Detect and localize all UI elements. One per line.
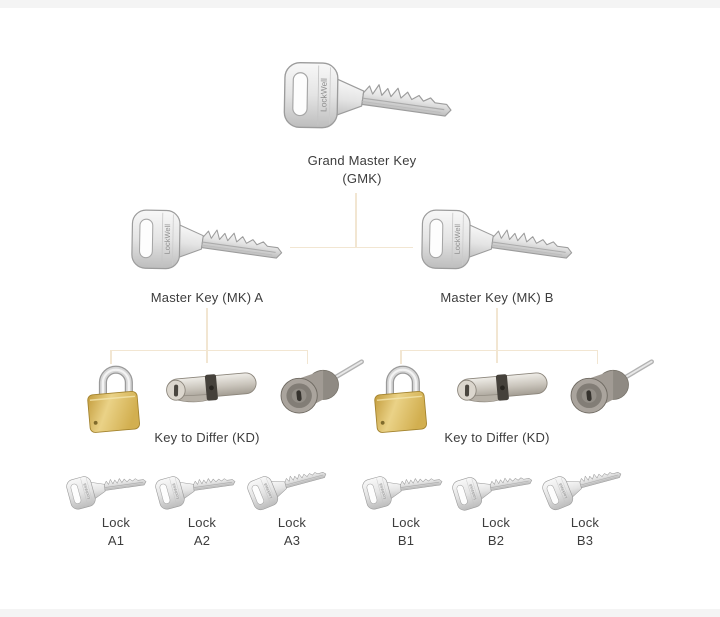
grand-master-key-label-line2: (GMK) xyxy=(342,170,382,186)
euro-cylinder-icon xyxy=(163,366,261,414)
connector-line xyxy=(400,350,402,364)
lock-b3-label-line2: B3 xyxy=(576,532,594,548)
cam-lock-icon xyxy=(562,354,658,425)
top-edge-band xyxy=(0,0,720,8)
master-key-a-label: Master Key (MK) A xyxy=(150,290,264,305)
connector-line xyxy=(496,308,498,350)
master-key-a-icon xyxy=(123,195,292,295)
euro-cylinder-icon xyxy=(454,366,552,414)
lock-b3-key-icon xyxy=(538,455,630,516)
connector-line xyxy=(206,350,208,363)
lock-a1-label-line2: A1 xyxy=(107,532,125,548)
connector-line xyxy=(110,350,112,364)
lock-a2-label-line1: Lock xyxy=(187,515,217,530)
lock-a1-label: Lock A1 xyxy=(81,514,151,549)
key-to-differ-a-label: Key to Differ (KD) xyxy=(154,430,260,445)
grand-master-key-icon xyxy=(275,46,464,158)
grand-master-key-label: Grand Master Key (GMK) xyxy=(262,152,462,187)
master-key-b-label: Master Key (MK) B xyxy=(440,290,554,305)
key-to-differ-b-label: Key to Differ (KD) xyxy=(444,430,550,445)
lock-b2-label-line1: Lock xyxy=(481,515,511,530)
cam-lock-icon xyxy=(272,354,368,425)
lock-b1-label: Lock B1 xyxy=(371,514,441,549)
lock-a3-label: Lock A3 xyxy=(257,514,327,549)
lock-a3-key-icon xyxy=(243,455,335,516)
lock-b2-label: Lock B2 xyxy=(461,514,531,549)
connector-line xyxy=(496,350,498,363)
lock-a3-label-line1: Lock xyxy=(277,515,307,530)
lock-a2-key-icon xyxy=(153,462,242,514)
connector-line xyxy=(400,349,598,352)
lock-b3-label-line1: Lock xyxy=(570,515,600,530)
lock-a3-label-line2: A3 xyxy=(283,532,301,548)
connector-line xyxy=(206,308,208,350)
bottom-edge-band xyxy=(0,609,720,617)
lock-a1-key-icon xyxy=(64,462,153,514)
connector-line xyxy=(110,349,308,352)
lock-b1-label-line1: Lock xyxy=(391,515,421,530)
connector-line xyxy=(306,350,309,364)
padlock-icon xyxy=(367,356,441,433)
lock-b2-key-icon xyxy=(449,461,539,516)
lock-a1-label-line1: Lock xyxy=(101,515,131,530)
lock-a2-label-line2: A2 xyxy=(193,532,211,548)
lock-b1-key-icon xyxy=(360,462,449,514)
connector-line xyxy=(596,350,599,364)
master-key-b-icon xyxy=(413,195,582,295)
lock-b3-label: Lock B3 xyxy=(550,514,620,549)
padlock-icon xyxy=(80,356,154,433)
lock-a2-label: Lock A2 xyxy=(167,514,237,549)
connector-line xyxy=(290,246,413,249)
connector-line xyxy=(355,193,357,248)
grand-master-key-label-line1: Grand Master Key xyxy=(307,153,417,168)
lock-b1-label-line2: B1 xyxy=(397,532,415,548)
lock-b2-label-line2: B2 xyxy=(487,532,505,548)
